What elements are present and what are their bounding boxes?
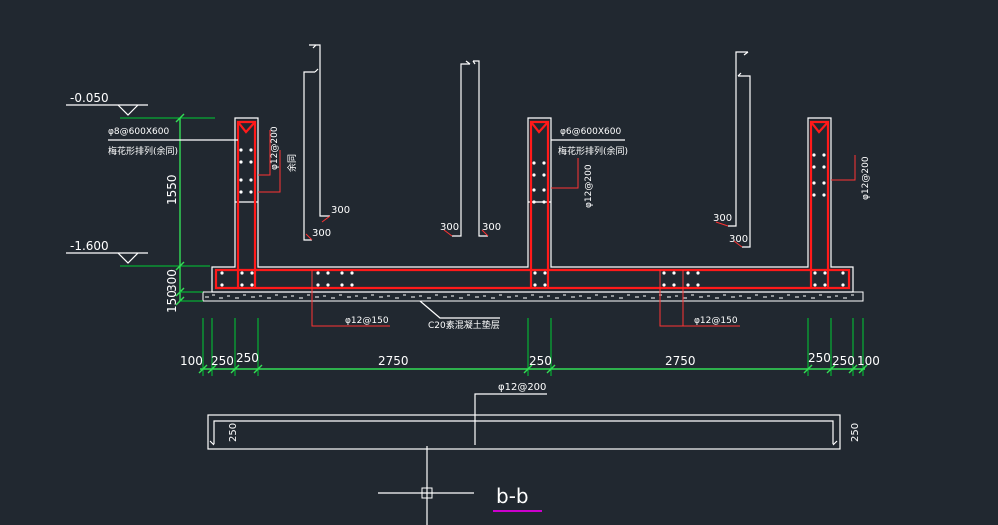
hdim-7: 250	[808, 351, 831, 365]
section-left-thickness: 250	[228, 423, 239, 442]
hdim-5: 250	[529, 354, 552, 368]
rebar-hook-details	[303, 44, 751, 248]
elevation-bottom-marker	[66, 252, 210, 267]
elevation-top-label: -0.050	[70, 91, 109, 105]
rebar-dots	[220, 148, 845, 287]
section-right-thickness: 250	[850, 423, 861, 442]
mid-hole-subnote: 梅花形排列(余同)	[558, 145, 628, 157]
mid-hole-note: φ6@600X600	[560, 127, 621, 137]
concrete-outline	[211, 117, 854, 293]
hdim-2: 250	[211, 354, 234, 368]
hook-length-4: 300	[482, 222, 501, 233]
hdim-9: 100	[857, 354, 880, 368]
crosshair-cursor	[378, 446, 474, 525]
section-label: b-b	[496, 484, 529, 508]
slab-left-bar-note: φ12@150	[345, 316, 389, 326]
left-same-note: 余同	[286, 154, 298, 172]
section-bb-outline	[207, 393, 841, 450]
vertical-dimension-line	[175, 113, 203, 306]
left-bar-note: φ12@200	[270, 126, 280, 170]
hook-length-3: 300	[440, 222, 459, 233]
hdim-4: 2750	[378, 354, 409, 368]
elevation-bottom-label: -1.600	[70, 239, 109, 253]
left-hole-subnote: 梅花形排列(余同)	[108, 145, 178, 157]
hdim-6: 2750	[665, 354, 696, 368]
leader-slab-left	[311, 270, 390, 327]
cushion-layer	[202, 291, 864, 302]
leader-mid-bar	[551, 158, 579, 189]
rebar-cage	[214, 120, 851, 290]
horizontal-dimension-chain	[198, 318, 868, 376]
leader-cushion	[419, 300, 500, 319]
mid-bar-note: φ12@200	[584, 164, 594, 208]
dim-beam-depth: 300	[165, 269, 179, 292]
cushion-note: C20素混凝土垫层	[428, 319, 500, 331]
leader-slab-right	[659, 270, 740, 327]
hdim-3: 250	[236, 351, 259, 365]
section-bar-note: φ12@200	[498, 382, 546, 393]
dim-cushion: 150	[165, 290, 179, 313]
dim-wall-height: 1550	[165, 174, 179, 205]
hook-length-6: 300	[729, 234, 748, 245]
leader-right-bar	[831, 155, 856, 181]
hook-length-2: 300	[312, 228, 331, 239]
right-bar-note: φ12@200	[861, 156, 871, 200]
left-hole-note: φ8@600X600	[108, 127, 169, 137]
hook-length-1: 300	[331, 205, 350, 216]
hdim-8: 250	[832, 354, 855, 368]
slab-right-bar-note: φ12@150	[694, 316, 738, 326]
elevation-top-marker	[66, 104, 215, 119]
hook-length-5: 300	[713, 213, 732, 224]
hdim-1: 100	[180, 354, 203, 368]
leader-left-bar	[258, 130, 281, 193]
